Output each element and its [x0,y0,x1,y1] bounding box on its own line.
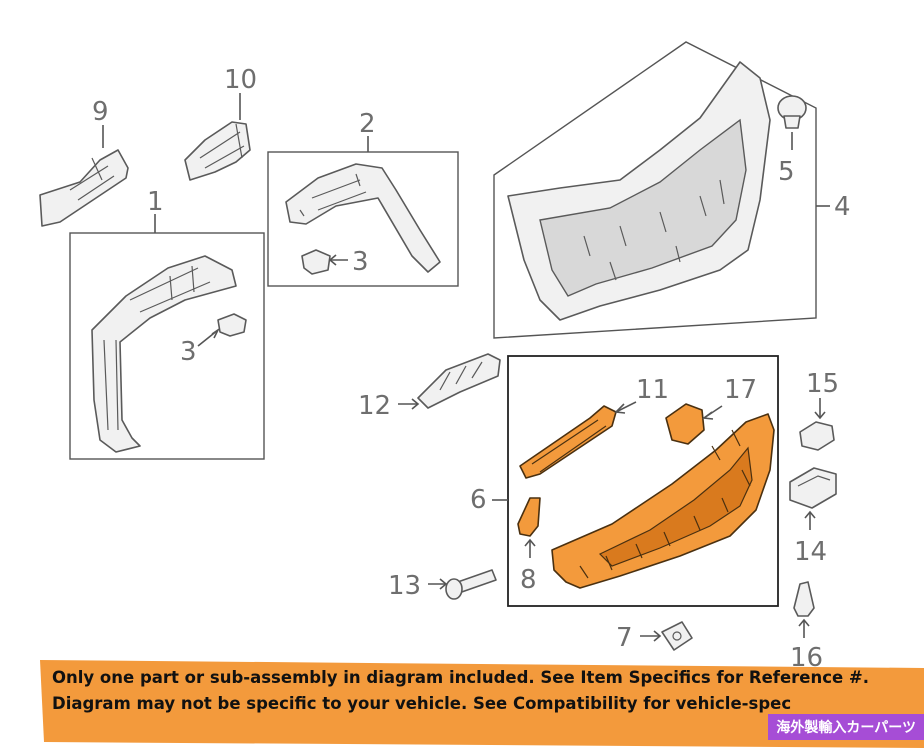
part-2-pillar-trim [285,163,441,273]
part-12-bracket [417,353,501,409]
part-16-clip [793,581,815,617]
callout-7: 7 [616,623,633,653]
corner-tag: 海外製輸入カーパーツ [768,714,924,740]
disclaimer-banner: Only one part or sub-assembly in diagram… [0,660,924,748]
callout-17: 17 [724,375,757,405]
part-11-switch[interactable] [519,405,617,479]
callout-4: 4 [834,192,851,222]
banner-background [40,660,924,748]
part-3-clip-a [217,313,247,337]
banner-line-1: Only one part or sub-assembly in diagram… [52,668,870,687]
part-1-pillar-trim [91,255,237,453]
part-4-liftgate-panel [507,61,771,321]
part-1-box [69,232,265,460]
callout-11: 11 [636,375,669,405]
part-10-bracket [184,121,251,181]
callout-8: 8 [520,565,537,595]
part-7-nut [661,621,693,651]
callout-3b: 3 [352,247,369,277]
callout-12: 12 [358,391,391,421]
banner-line-2: Diagram may not be specific to your vehi… [52,694,792,713]
part-4-box [493,41,817,339]
callout-13: 13 [388,571,421,601]
part-2-box [267,151,459,287]
part-6-box [507,355,779,607]
part-5-clip [777,95,807,129]
part-14-retainer [789,467,837,509]
callout-14: 14 [794,537,827,567]
callout-5: 5 [778,157,795,187]
callout-3a: 3 [180,337,197,367]
part-6-handle-housing[interactable] [551,413,775,589]
part-17-bracket[interactable] [665,403,705,445]
callout-15: 15 [806,369,839,399]
part-9-bracket [39,149,129,227]
callout-2: 2 [359,109,376,139]
callout-6: 6 [470,485,487,515]
part-13-screw [445,569,497,600]
part-8-clip[interactable] [517,497,541,537]
callout-10: 10 [224,65,257,95]
callout-9: 9 [92,97,109,127]
part-3-clip-b [301,249,331,275]
callout-1: 1 [147,187,164,217]
part-15-clip [799,421,835,451]
